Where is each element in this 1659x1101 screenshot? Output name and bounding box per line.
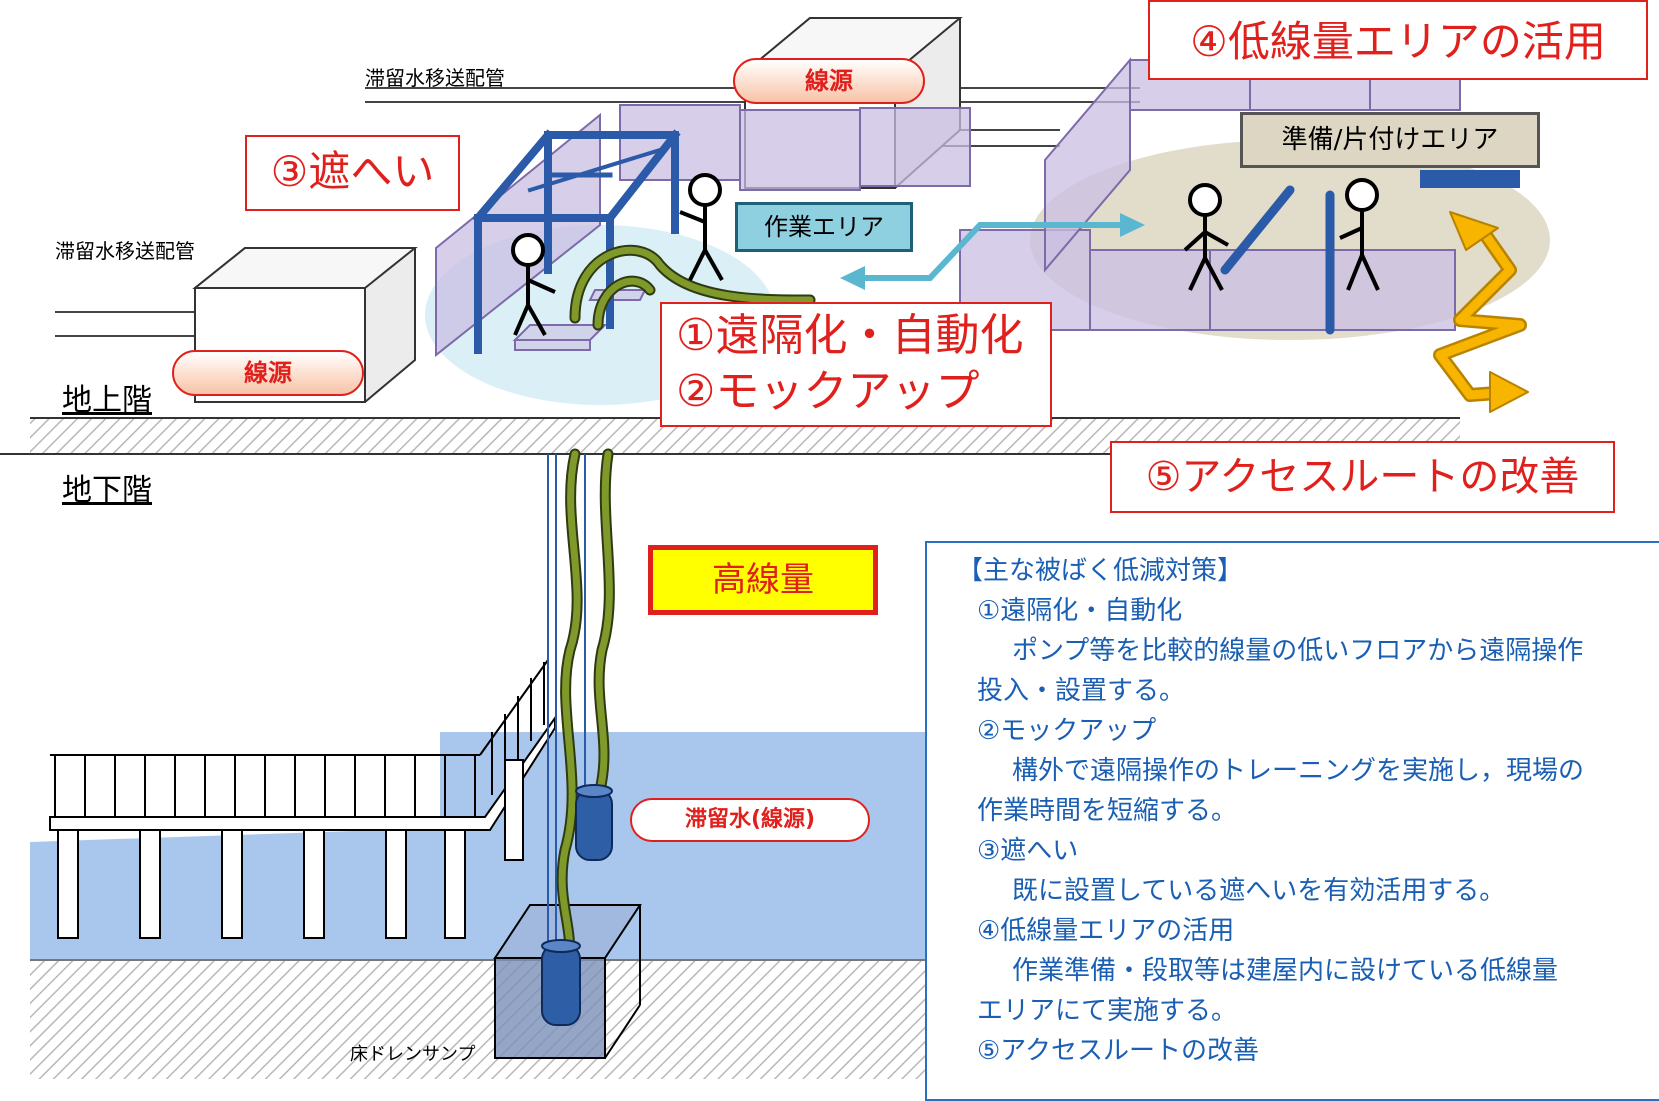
below-ground-label: 地下階 — [62, 473, 152, 508]
measure-shield-box: ③遮へい — [245, 135, 460, 211]
legend-title: 【主な被ばく低減対策】 — [957, 556, 1244, 586]
above-ground-label: 地上階 — [62, 383, 152, 418]
legend-item-3-line1: 既に設置している遮へいを有効活用する。 — [1012, 876, 1506, 906]
stagnant-water-badge: 滞留水(線源) — [630, 798, 870, 842]
walkway-legs — [57, 759, 524, 939]
worker-figures — [511, 173, 1380, 336]
source-badge-top: 線源 — [733, 58, 925, 104]
legend-item-1-heading: ①遠隔化・自動化 — [977, 596, 1183, 626]
legend-item-4-heading: ④低線量エリアの活用 — [977, 916, 1235, 946]
legend-item-1-line2: 投入・設置する。 — [977, 676, 1186, 706]
access-route-arrow — [1433, 211, 1529, 413]
measure-low-dose-box: ④低線量エリアの活用 — [1148, 0, 1648, 80]
pumps — [541, 784, 613, 1026]
legend-item-2-line1: 構外で遠隔操作のトレーニングを実施し，現場の — [1012, 756, 1585, 786]
walkway-rails — [54, 662, 545, 817]
work-area-label: 作業エリア — [735, 202, 913, 252]
basement-water — [30, 732, 940, 960]
legend-item-2-line2: 作業時間を短縮する。 — [977, 796, 1238, 826]
vertical-cables — [547, 454, 586, 990]
legend-item-1-line1: ポンプ等を比較的線量の低いフロアから遠隔操作 — [1012, 636, 1584, 666]
legend-item-3-heading: ③遮へい — [977, 836, 1079, 866]
legend-item-4-line1: 作業準備・段取等は建屋内に設けている低線量 — [1012, 956, 1559, 986]
legend-item-4-line2: エリアにて実施する。 — [977, 996, 1238, 1026]
measure-2-label: ②モックアップ — [676, 366, 980, 417]
work-route-arrow — [840, 213, 1145, 290]
hoses-lower — [556, 448, 615, 966]
basement-floor — [30, 959, 940, 1079]
prep-area-label: 準備/片付けエリア — [1240, 112, 1540, 168]
source-badge-left: 線源 — [172, 350, 364, 396]
remote-frame — [472, 129, 681, 354]
high-dose-badge: 高線量 — [648, 545, 878, 615]
measures-legend: 【主な被ばく低減対策】 ①遠隔化・自動化 ポンプ等を比較的線量の低いフロアから遠… — [925, 541, 1659, 1101]
prep-panel-stack — [1420, 170, 1520, 188]
sump-label: 床ドレンサンプ — [350, 1044, 476, 1065]
pipe-label-left: 滞留水移送配管 — [55, 239, 195, 263]
panels-carried — [1220, 185, 1335, 335]
measure-access-box: ⑤アクセスルートの改善 — [1110, 441, 1615, 513]
legend-item-5-heading: ⑤アクセスルートの改善 — [977, 1036, 1260, 1066]
measure-1-label: ①遠隔化・自動化 — [676, 310, 1024, 361]
legend-item-2-heading: ②モックアップ — [977, 716, 1157, 746]
measure-remote-mockup-box: ①遠隔化・自動化 ②モックアップ — [660, 302, 1052, 427]
hoses-upper — [569, 244, 816, 331]
pipe-label-top: 滞留水移送配管 — [365, 66, 505, 90]
